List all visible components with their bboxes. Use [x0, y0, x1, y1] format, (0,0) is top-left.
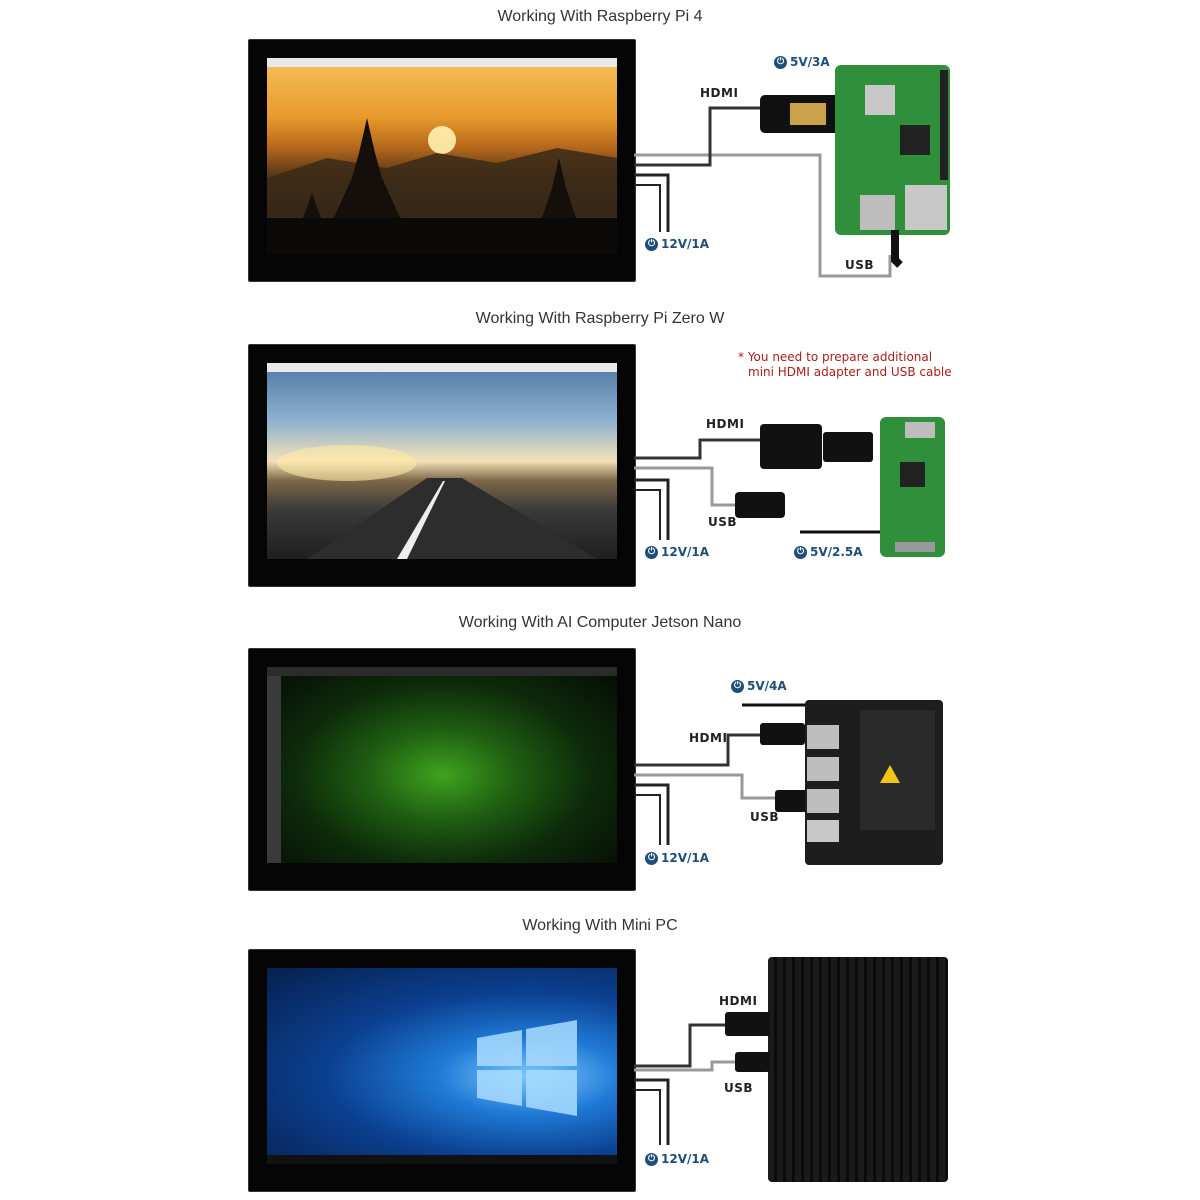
mini-pc-case	[768, 957, 948, 1182]
power-icon: ⏻	[645, 1153, 658, 1166]
hdmi-label: HDMI	[719, 994, 757, 1008]
usb-connector	[735, 1052, 770, 1072]
usb-label: USB	[724, 1081, 753, 1095]
display-power: ⏻ 12V/1A	[645, 1152, 709, 1166]
hdmi-connector	[725, 1012, 770, 1036]
display-power-label: 12V/1A	[661, 1152, 709, 1166]
